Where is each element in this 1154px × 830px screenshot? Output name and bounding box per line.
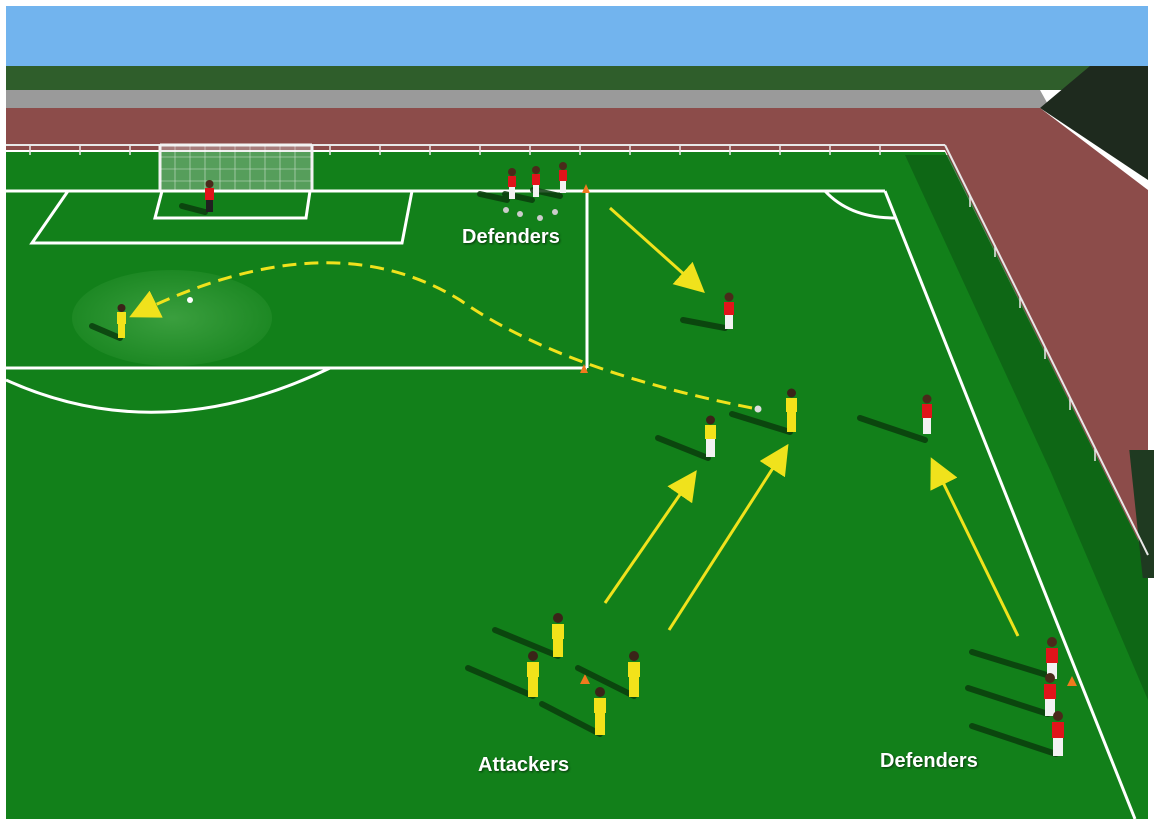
dugout [1129,450,1154,578]
player-icon [786,388,797,432]
player-icon [532,166,540,197]
player-icon [559,162,567,193]
stand-structure [1040,66,1148,180]
goal-icon [158,143,314,190]
pitch-grass [6,152,1148,819]
goalkeeper-player-icon [205,180,214,212]
stadium-wall [6,66,1100,90]
label-attackers: Attackers [478,754,570,776]
attacker-players [117,304,797,735]
cone-icon [580,184,1077,686]
player-icon [705,415,716,457]
player-icon [117,304,126,338]
run-arrow-icon [930,457,1020,637]
player-icon [922,394,932,434]
player-icon [527,651,539,697]
run-arrow-icon [608,206,705,294]
run-arrow-icon [603,470,697,604]
player-icon [552,613,564,657]
movement-arrows [129,206,1020,637]
stadium-walkway [6,90,1050,108]
target-zone [72,270,272,366]
label-defenders-right: Defenders [880,750,978,772]
player-icon [594,687,606,735]
player-icon [1052,711,1064,756]
player-icon [508,168,516,199]
player-icon [1044,673,1056,716]
pass-arrow-icon [129,261,753,410]
ball-icon [503,207,762,413]
fence-posts [29,145,1096,461]
running-track [6,108,1148,560]
sky [6,6,1148,68]
pitch-markings [5,189,1137,820]
player-icon [1046,637,1058,679]
run-arrow-icon [667,443,789,631]
player-icon [724,292,734,329]
label-defenders-top: Defenders [462,226,560,248]
ball-icon [187,297,193,303]
defender-players [205,162,1064,756]
player-icon [628,651,640,697]
